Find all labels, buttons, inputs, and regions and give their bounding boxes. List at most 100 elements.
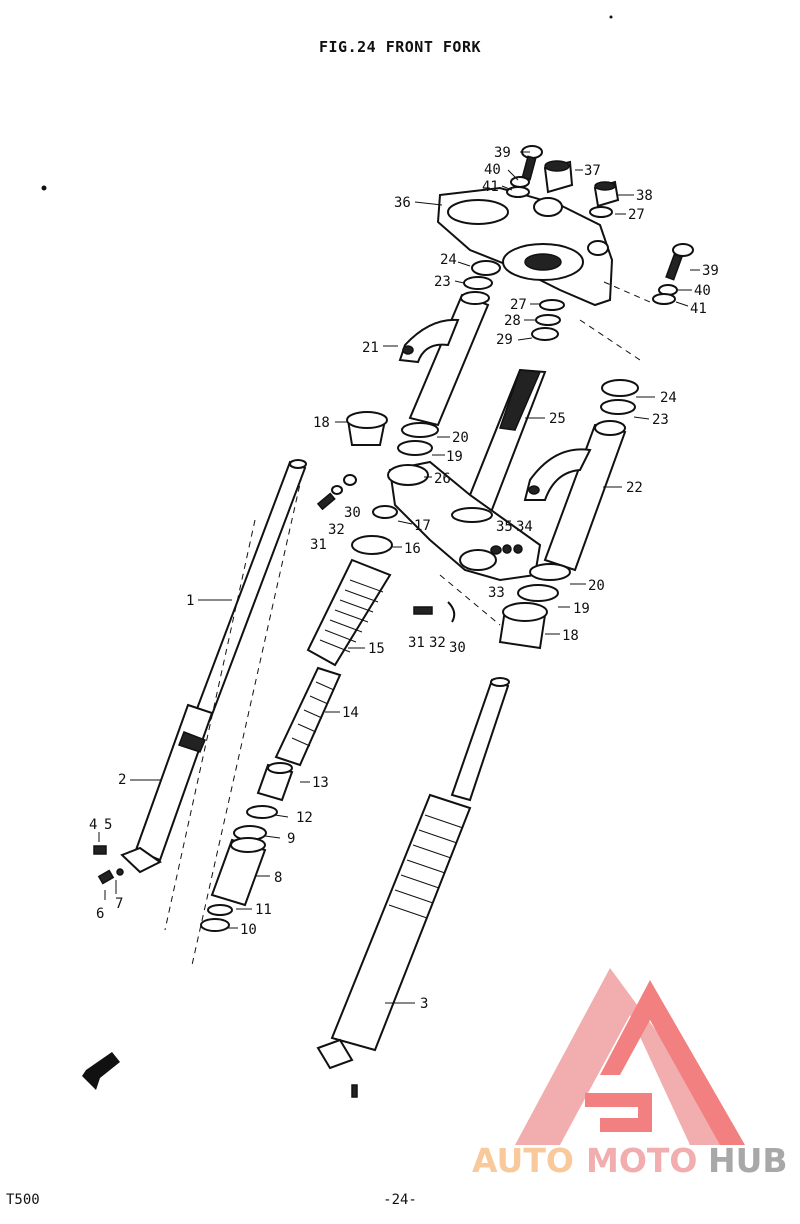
label-19-right: 19: [573, 601, 590, 617]
washer-32-left: [331, 485, 343, 495]
automotohub-logo: AUTO MOTO HUB: [472, 968, 788, 1180]
cylinder-8: [210, 837, 267, 907]
cushion-24-left: [471, 260, 501, 276]
tube-3-ribs: [388, 814, 464, 919]
nut-27-stem: [539, 299, 565, 311]
front-direction-arrow-icon: [82, 1052, 120, 1090]
assembly-center-lines: [164, 281, 651, 966]
label-6: 6: [96, 906, 104, 922]
seal-19-left: [397, 440, 433, 456]
label-9: 9: [287, 831, 295, 847]
label-22: 22: [626, 480, 643, 496]
label-14: 14: [342, 705, 359, 721]
seal-19-right: [517, 584, 559, 602]
label-29: 29: [496, 332, 513, 348]
bolt-34: [513, 544, 523, 554]
clamp-17: [372, 505, 398, 519]
washer-30-right: [447, 601, 456, 623]
label-27-stem: 27: [510, 297, 527, 313]
outer-tube-3: [330, 793, 472, 1052]
label-24-right: 24: [660, 390, 677, 406]
seat-23-left: [463, 276, 493, 290]
washer-41-right: [652, 293, 676, 305]
washer-28: [535, 314, 561, 326]
inner-tube-1: [193, 459, 307, 722]
label-8: 8: [274, 870, 282, 886]
label-3: 3: [420, 996, 428, 1012]
label-12: 12: [296, 810, 313, 826]
logo-triangle-mid: [600, 980, 745, 1145]
label-5: 5: [104, 817, 112, 833]
seat-23-right: [600, 399, 636, 415]
boot-15: [306, 558, 392, 667]
label-33: 33: [488, 585, 505, 601]
label-1: 1: [186, 593, 194, 609]
label-20-right: 20: [588, 578, 605, 594]
label-2: 2: [118, 772, 126, 788]
label-31-right: 31: [408, 635, 425, 651]
bolt-4-5: [93, 845, 107, 855]
label-23-left: 23: [434, 274, 451, 290]
cap-37: [543, 160, 574, 194]
label-18-right: 18: [562, 628, 579, 644]
label-35: 35: [496, 519, 513, 535]
logo-text-auto: AUTO: [472, 1141, 574, 1180]
label-27-top: 27: [628, 207, 645, 223]
label-10: 10: [240, 922, 257, 938]
boot-clamp-16: [351, 535, 393, 555]
boot-ribs: [319, 579, 384, 653]
label-4: 4: [89, 817, 97, 833]
axle-holder: [316, 1038, 354, 1070]
nut-29: [531, 327, 559, 341]
label-21: 21: [362, 340, 379, 356]
label-16: 16: [404, 541, 421, 557]
label-23-right: 23: [652, 412, 669, 428]
bolt-35: [502, 544, 512, 554]
label-41-left: 41: [482, 179, 499, 195]
label-20-left: 20: [452, 430, 469, 446]
washer-33: [490, 545, 502, 555]
label-26: 26: [434, 471, 451, 487]
logo-text-moto: MOTO: [586, 1141, 697, 1180]
label-40-left: 40: [484, 162, 501, 178]
scan-dot: [41, 185, 47, 191]
ring-10: [200, 918, 230, 932]
part-number-labels: 39 40 41 37 38 27 36 39 40 41 24 23 27 2…: [89, 145, 719, 1012]
washer-40-left: [510, 176, 530, 188]
bolt-31-right: [413, 606, 433, 615]
label-34: 34: [516, 519, 533, 535]
label-38: 38: [636, 188, 653, 204]
label-15: 15: [368, 641, 385, 657]
seal-20-left: [401, 422, 439, 438]
outer-tube-2: [120, 703, 214, 874]
washer-27-top: [589, 206, 613, 218]
nut-38: [593, 180, 620, 208]
label-18-left: 18: [313, 415, 330, 431]
label-28: 28: [504, 313, 521, 329]
label-37: 37: [584, 163, 601, 179]
steering-stem-25: [460, 368, 547, 522]
label-30-left: 30: [344, 505, 361, 521]
label-39-right: 39: [702, 263, 719, 279]
label-40-right: 40: [694, 283, 711, 299]
ring-11: [207, 904, 233, 916]
seal-20-right: [529, 563, 571, 581]
label-13: 13: [312, 775, 329, 791]
label-19-left: 19: [446, 449, 463, 465]
figure-title: FIG.24 FRONT FORK: [318, 38, 482, 56]
cushion-18-left: [346, 411, 388, 446]
label-7: 7: [115, 896, 123, 912]
label-17: 17: [414, 518, 431, 534]
model-code: T500: [6, 1192, 40, 1208]
label-41-right: 41: [690, 301, 707, 317]
label-39-left: 39: [494, 145, 511, 161]
label-32-right: 32: [429, 635, 446, 651]
fork-cover-22: [523, 420, 627, 572]
spring-coils: [291, 681, 335, 747]
cushion-18-right: [498, 602, 548, 650]
bolt-31-left: [316, 492, 336, 511]
upper-bracket-36: [436, 186, 614, 307]
cushion-24-right: [601, 379, 639, 397]
spacer-13: [256, 762, 294, 802]
